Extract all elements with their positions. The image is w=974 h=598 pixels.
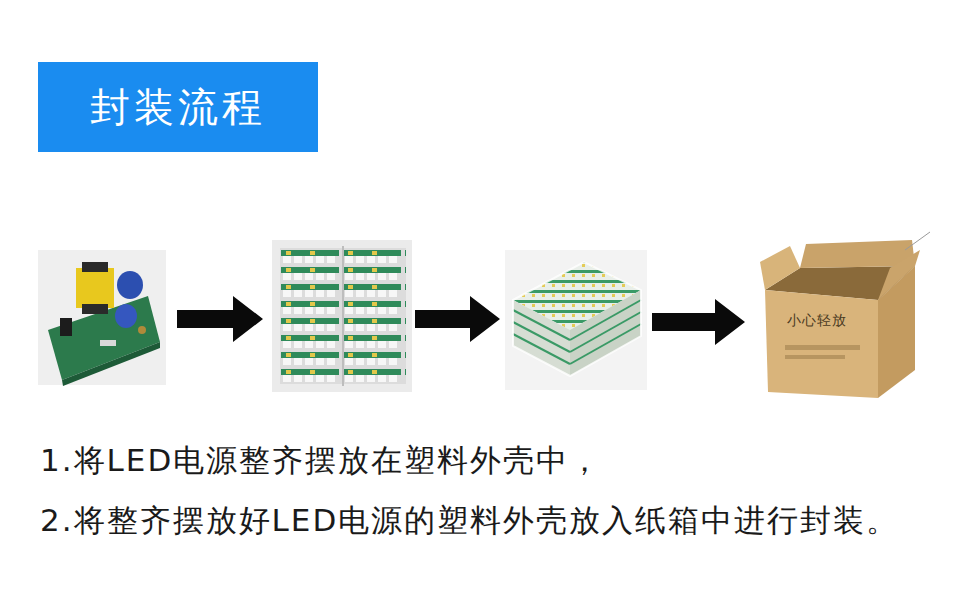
component <box>100 340 116 346</box>
board-rows <box>280 248 342 384</box>
layer-line <box>513 334 570 364</box>
transformer <box>76 268 114 308</box>
layer-line <box>513 322 570 352</box>
layer-line <box>570 312 641 352</box>
photo-ground <box>38 250 166 385</box>
layer-line <box>570 300 641 340</box>
layer-line <box>513 310 570 340</box>
component <box>60 318 72 336</box>
photo-ground <box>272 240 412 392</box>
led-driver-photo <box>38 250 166 386</box>
tray-photo <box>272 240 412 392</box>
flow-arrow <box>177 296 263 342</box>
title-box: 封装流程 <box>38 62 318 152</box>
plastic-shell <box>513 262 641 376</box>
transformer-core <box>82 262 108 272</box>
string <box>905 232 930 250</box>
component <box>138 326 146 334</box>
layer-line <box>570 324 641 364</box>
stack-photo <box>505 250 647 390</box>
carton-side <box>878 266 915 398</box>
carton-print <box>785 345 860 350</box>
flow-arrow <box>415 296 500 342</box>
carton-photo <box>760 232 930 398</box>
carton-print-text: 小心轻放 <box>787 312 847 330</box>
photo-ground <box>505 250 647 390</box>
stack-side <box>513 300 570 376</box>
title-text: 封装流程 <box>90 80 266 135</box>
tray-divider <box>342 246 344 386</box>
pcb-edge <box>62 342 160 386</box>
board-rows <box>344 248 406 384</box>
carton-front <box>765 290 878 398</box>
stack-side <box>570 290 641 376</box>
carton-print <box>785 355 845 359</box>
capacitor <box>115 304 137 328</box>
flow-arrow <box>652 299 745 345</box>
stack-layers <box>513 300 641 364</box>
capacitor <box>117 271 143 299</box>
step-text: 2.将整齐摆放好LED电源的塑料外壳放入纸箱中进行封装。 <box>40 500 899 542</box>
carton-left-flap <box>760 246 800 290</box>
transformer-core <box>82 304 108 314</box>
step-text: 1.将LED电源整齐摆放在塑料外壳中， <box>40 440 602 482</box>
